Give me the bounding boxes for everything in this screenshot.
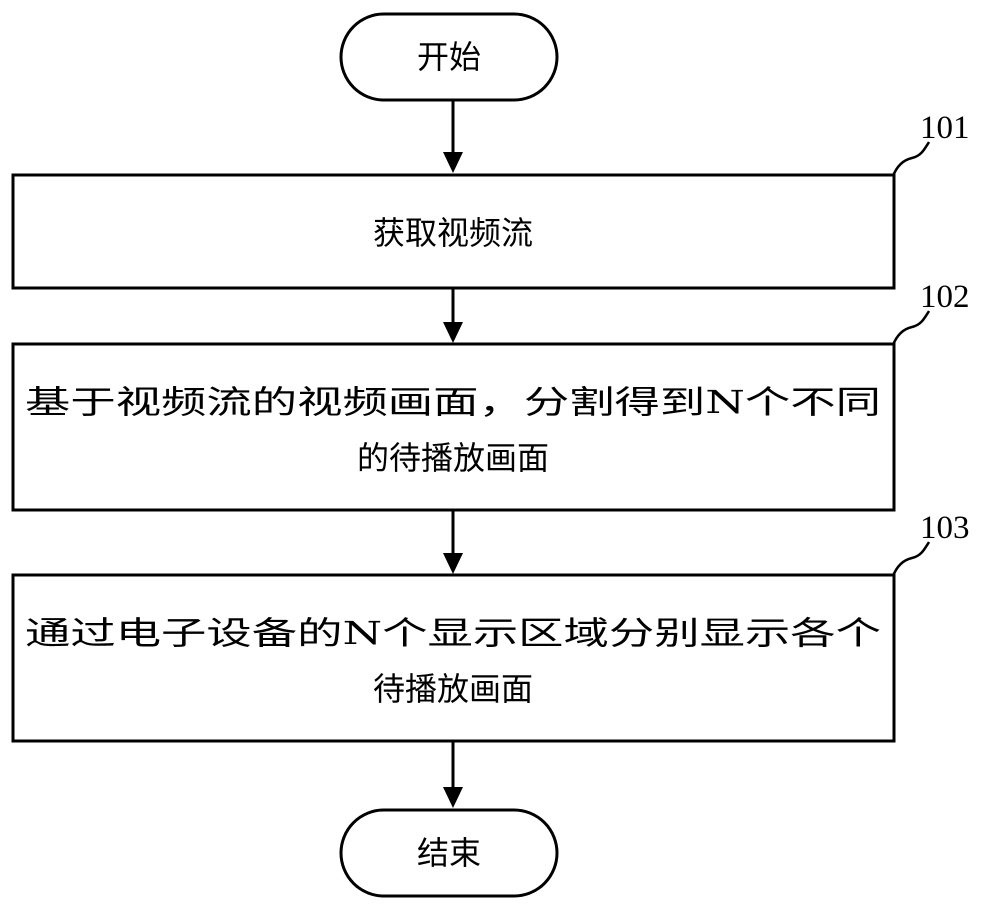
step-101-line-1: 获取视频流 (373, 214, 533, 252)
ref-label-102: 102 (891, 279, 970, 346)
ref-101-number: 101 (920, 110, 970, 146)
arrow-103-to-end (443, 741, 463, 808)
step-103-line-1: 通过电子设备的N个显示区域分别显示各个 (25, 614, 881, 652)
process-step-102: 基于视频流的视频画面，分割得到N个不同 的待播放画面 (11, 342, 896, 512)
process-step-103: 通过电子设备的N个显示区域分别显示各个 待播放画面 (11, 573, 896, 743)
end-terminator-shape (339, 808, 559, 898)
step-102-line-1: 基于视频流的视频画面，分割得到N个不同 (25, 383, 881, 421)
arrow-101-to-102 (443, 288, 463, 343)
start-label: 开始 (417, 38, 481, 76)
start-terminator-shape (339, 12, 559, 102)
ref-label-101: 101 (891, 110, 970, 177)
step-102-line-2: 的待播放画面 (357, 439, 549, 477)
ref-103-number: 103 (920, 510, 970, 546)
ref-102-number: 102 (920, 279, 970, 315)
process-step-101: 获取视频流 (11, 173, 896, 290)
step-101-box (11, 173, 896, 290)
ref-103-leader (891, 541, 931, 577)
ref-label-103: 103 (891, 510, 970, 577)
arrow-102-to-103 (443, 510, 463, 574)
ref-102-leader (891, 310, 931, 346)
end-label: 结束 (417, 834, 481, 872)
end-node: 结束 (339, 808, 559, 898)
start-node: 开始 (339, 12, 559, 102)
arrow-start-to-101 (443, 100, 463, 173)
ref-101-leader (891, 141, 931, 177)
step-103-box (11, 573, 896, 743)
step-103-line-2: 待播放画面 (373, 670, 533, 708)
step-102-box (11, 342, 896, 512)
